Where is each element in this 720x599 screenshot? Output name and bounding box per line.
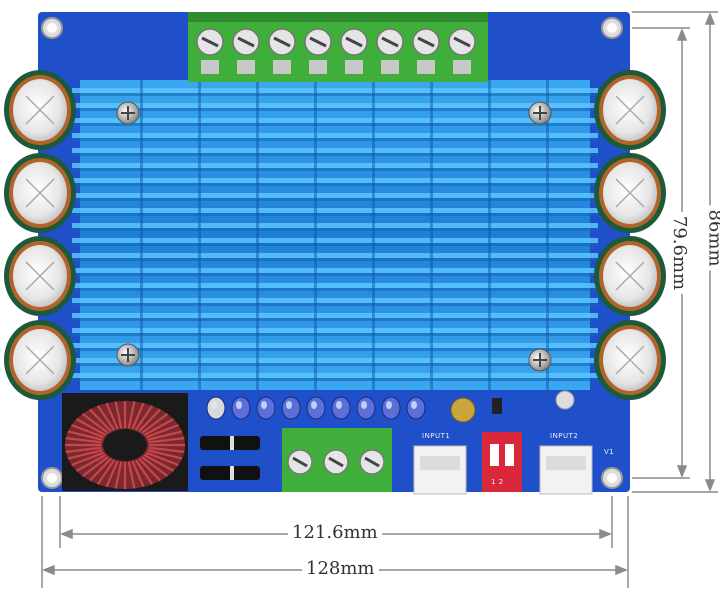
heatsink-screws — [116, 101, 552, 372]
power-terminal-block — [282, 428, 392, 492]
rectifier-diodes — [200, 436, 260, 480]
dip-switch — [482, 432, 522, 492]
capacitors — [4, 70, 666, 400]
dip-switch-label: 1 2 — [491, 478, 504, 486]
inner-height-label: 79.6mm — [669, 211, 690, 295]
heatsink — [80, 80, 590, 390]
input2-label: INPUT2 — [550, 432, 579, 440]
speaker-terminal-block — [188, 12, 488, 82]
outer-height-label: 86mm — [704, 205, 720, 271]
input1-connector — [413, 445, 467, 495]
inner-width-label: 121.6mm — [288, 523, 382, 543]
input1-label: INPUT1 — [422, 432, 451, 440]
v1-label: V1 — [604, 448, 615, 456]
heatsink-fins — [72, 80, 598, 390]
toroid-inductor — [62, 393, 188, 491]
small-capacitors — [206, 396, 426, 420]
mounting-holes — [41, 17, 623, 489]
small-electrolytic — [450, 390, 575, 423]
outer-width-label: 128mm — [302, 559, 379, 579]
input2-connector — [539, 445, 593, 495]
